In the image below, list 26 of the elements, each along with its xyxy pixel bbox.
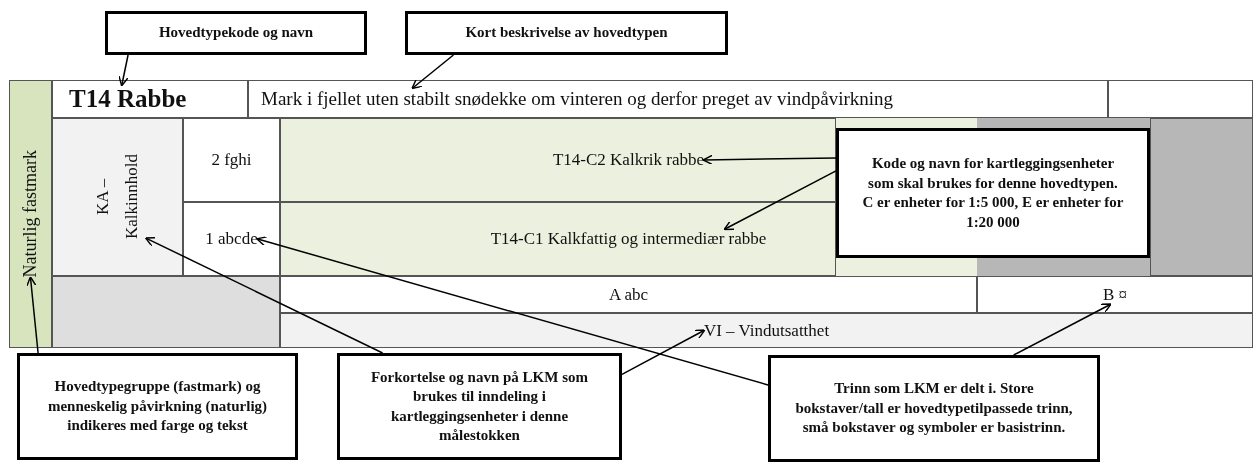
cell-text: T14-C1 Kalkfattig og intermediær rabbe xyxy=(490,229,767,249)
arrow xyxy=(144,237,384,354)
callout-box: Forkortelse og navn på LKM som brukes til inndeling i kartleggingsenheter i denne målestokken xyxy=(337,353,622,460)
callout-box: Kort beskrivelse av hovedtypen xyxy=(405,11,728,55)
cell-text: KA – Kalkinnhold xyxy=(88,138,147,256)
callout-box: Kode og navn for kartleggingsenheter som skal brukes for denne hovedtypen. C er enheter for 1:5 000, E er enheter for 1:20 000 xyxy=(836,128,1150,258)
arrow xyxy=(1012,303,1112,356)
type-code-label: T14 Rabbe xyxy=(69,85,187,113)
callout-box: Hovedtypegruppe (fastmark) og menneskelig påvirkning (naturlig) indikeres med farge og tekst xyxy=(17,353,298,460)
arrow xyxy=(621,329,706,376)
cell-text: 2 fghi xyxy=(211,150,252,170)
cell-text: T14-C2 Kalkrik rabbe xyxy=(552,150,705,170)
arrow xyxy=(723,170,837,231)
cell-text: VI – Vindutsatthet xyxy=(703,320,830,341)
arrow xyxy=(702,154,837,166)
cell-text: A abc xyxy=(608,284,649,305)
arrow xyxy=(118,54,129,87)
arrow xyxy=(26,276,39,354)
band-label: Naturlig fastmark xyxy=(20,150,41,278)
cell-text: 1 abcde xyxy=(205,229,258,249)
cell-text: B ¤ xyxy=(1102,284,1128,305)
cell-text: Mark i fjellet uten stabilt snødekke om vinteren og derfor preget av vindpåvirkning xyxy=(261,88,894,110)
callout-box: Hovedtypekode og navn xyxy=(105,11,367,55)
arrow xyxy=(411,54,455,90)
arrow xyxy=(256,236,769,386)
callout-box: Trinn som LKM er delt i. Store bokstaver/tall er hovedtypetilpassede trinn, små bokstaver og symboler er basistrinn. xyxy=(768,355,1100,462)
